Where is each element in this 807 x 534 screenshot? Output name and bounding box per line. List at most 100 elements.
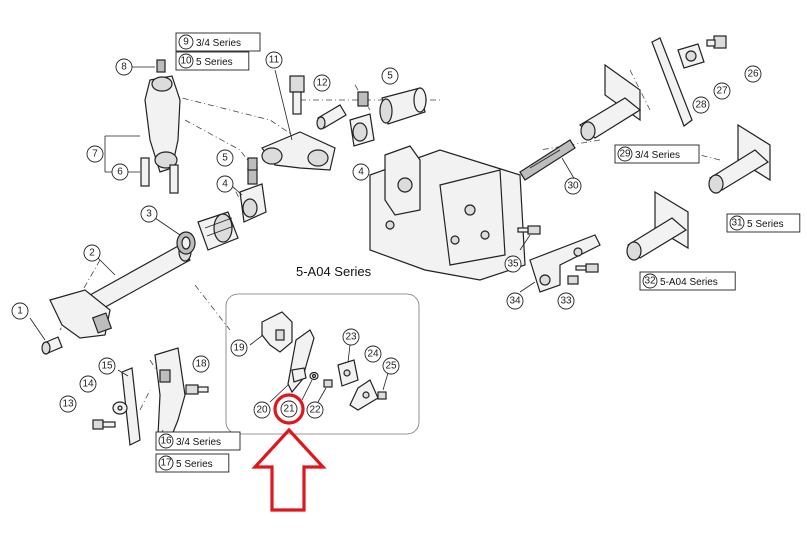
series-label-31-number: 31 — [731, 218, 743, 229]
callout-25-circle — [382, 357, 400, 375]
callout-19: 19 — [233, 343, 245, 354]
part-20-lever — [269, 329, 315, 403]
part-3-ring — [154, 217, 196, 255]
callout-4-circle — [216, 175, 234, 193]
callout-33: 33 — [560, 296, 572, 307]
callout-21: 21 — [283, 404, 295, 415]
series-label-17-number: 17 — [160, 458, 172, 469]
part-13-screw — [92, 419, 116, 430]
callout-3: 3 — [146, 209, 152, 220]
series-label-32-circle — [642, 273, 658, 289]
series-label-10-text: 5 Series — [196, 57, 233, 68]
series-label-10-circle — [178, 53, 194, 69]
series-label-10-number: 10 — [180, 56, 192, 67]
callout-23: 23 — [345, 332, 357, 343]
callout-4: 4 — [222, 179, 228, 190]
series-label-17-text: 5 Series — [176, 459, 213, 470]
series-label-16-box — [155, 431, 241, 451]
callout-1: 1 — [17, 306, 23, 317]
callout-2-circle — [83, 244, 101, 262]
series-label-9-number: 9 — [183, 37, 189, 48]
highlight-ring — [273, 393, 305, 425]
main-frame-block — [369, 145, 526, 281]
callout-6-circle — [111, 163, 129, 181]
part-5-setscrew-left — [247, 157, 258, 171]
callout-30-circle — [564, 177, 582, 195]
callout-26: 26 — [747, 69, 759, 80]
callout-20: 20 — [256, 405, 268, 416]
callout-8-circle — [115, 58, 133, 76]
part-18-screw — [185, 384, 209, 395]
series-label-9-text: 3/4 Series — [196, 38, 241, 49]
callout-27-circle — [713, 82, 731, 100]
part-35-screw — [517, 225, 541, 251]
callout-24-circle — [364, 345, 382, 363]
part-21-washer — [301, 371, 319, 401]
highlight-arrow-up-icon — [251, 427, 327, 512]
series-label-32-number: 32 — [644, 276, 656, 287]
callout-7-circle — [86, 145, 104, 163]
callout-6: 6 — [117, 167, 123, 178]
callout-13-circle — [59, 395, 77, 413]
part-29-bracket — [578, 63, 642, 141]
part-28-plate — [651, 37, 693, 127]
part-32-bracket — [626, 190, 689, 261]
series-label-layer: 9 3/4 Series 10 5 Series 16 3/4 Series 17 5 Ser… — [155, 32, 801, 473]
part-7-crank-arm — [104, 59, 181, 194]
series-label-29-box — [614, 144, 700, 164]
part-33-screw — [567, 263, 599, 285]
callout-25: 25 — [385, 361, 397, 372]
callout-14: 14 — [82, 379, 94, 390]
callout-5-right: 5 — [387, 71, 393, 82]
callout-15-circle — [98, 357, 116, 375]
series-label-16-circle — [158, 433, 174, 449]
series-label-31-box — [726, 213, 801, 233]
callout-35: 35 — [507, 259, 519, 270]
callout-5-right-circle — [381, 67, 399, 85]
series-label-32-box — [639, 271, 736, 291]
part-30-spring — [519, 139, 576, 181]
callout-19-circle — [230, 339, 248, 357]
callout-11-circle — [265, 51, 283, 69]
series-label-9-box — [175, 32, 261, 52]
callout-2: 2 — [89, 248, 95, 259]
series-label-32-text: 5-A04 Series — [660, 277, 718, 288]
callout-15: 15 — [101, 361, 113, 372]
callout-18: 18 — [195, 359, 207, 370]
part-31-bracket — [708, 123, 771, 194]
callout-11: 11 — [269, 55, 280, 66]
part-11-bolt — [289, 75, 305, 115]
callout-5-circle — [216, 149, 234, 167]
callout-18-circle — [192, 355, 210, 373]
callout-27: 27 — [716, 86, 728, 97]
series-label-16-text: 3/4 Series — [176, 437, 221, 448]
callout-28-circle — [692, 96, 710, 114]
callout-22-circle — [306, 401, 324, 419]
callout-26-circle — [744, 65, 762, 83]
callout-7: 7 — [92, 149, 98, 160]
callout-28: 28 — [695, 100, 707, 111]
series-label-10-box — [175, 51, 250, 71]
part-4-collar-left — [230, 167, 267, 223]
callout-3-circle — [140, 205, 158, 223]
part-19-block — [249, 311, 293, 353]
part-22-screw — [317, 379, 333, 403]
callout-1-circle — [11, 302, 29, 320]
series-label-16-number: 16 — [160, 436, 172, 447]
callout-5: 5 — [222, 153, 228, 164]
series-label-9-circle — [178, 34, 194, 50]
callout-20-circle — [253, 401, 271, 419]
series-label-31-circle — [729, 215, 745, 231]
part-5-setscrew-right — [357, 91, 369, 107]
part-2-shaft — [49, 242, 192, 339]
part-1-pin — [29, 317, 63, 355]
callout-22: 22 — [309, 405, 321, 416]
part-26-bolt — [706, 35, 727, 49]
part-23-block — [337, 344, 359, 387]
part-27-nut — [677, 43, 705, 69]
group-frame-5a04 — [225, 293, 420, 435]
bushing — [379, 87, 427, 125]
series-label-29-circle — [617, 146, 633, 162]
